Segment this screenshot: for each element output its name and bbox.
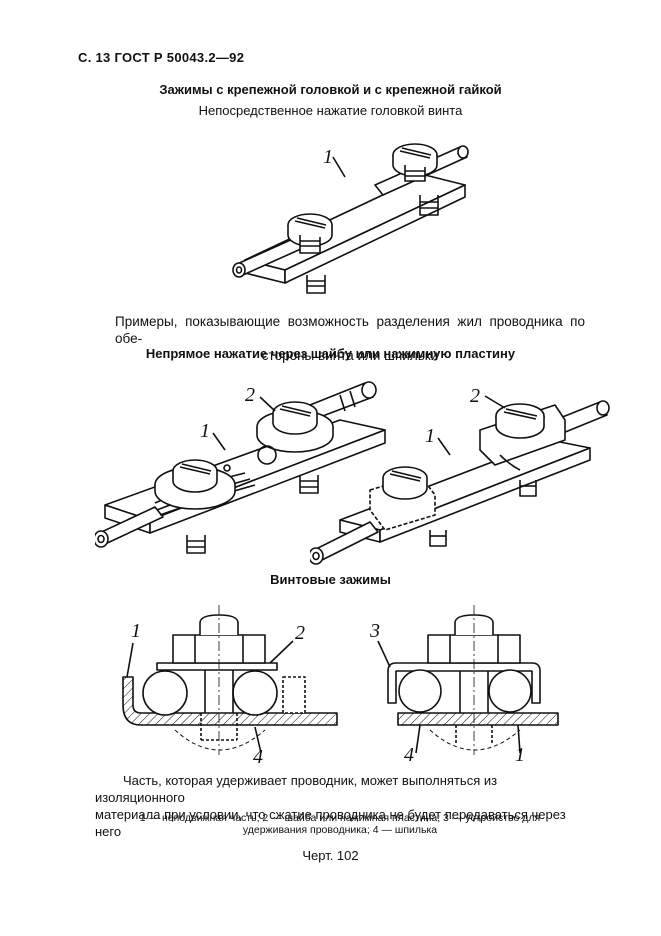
subtitle-indirect-pressure: Непрямое нажатие через шайбу или нажимну… — [145, 346, 516, 361]
fig5-label-3: 3 — [369, 620, 380, 642]
figure-screw-terminal-left: 1 2 4 — [122, 605, 338, 765]
section-title-main: Зажимы с крепежной головкой и с крепежно… — [159, 82, 502, 97]
fig3-label-2: 2 — [470, 385, 480, 407]
examples-line1: Примеры, показывающие возможность раздел… — [115, 314, 585, 346]
note-paragraph: Часть, которая удерживает проводник, мож… — [95, 772, 575, 840]
legend: 1 — неподвижная часть; 2 — шайба или наж… — [100, 812, 580, 836]
fig3-label-1: 1 — [425, 425, 435, 447]
fig2-label-1: 1 — [200, 420, 210, 442]
note-line2: материала при условии, что сжатие провод… — [95, 807, 566, 839]
legend-line2: удерживания проводника; 4 — шпилька — [242, 824, 438, 836]
subtitle-direct-pressure: Непосредственное нажатие головкой винта — [198, 103, 463, 118]
fig4-label-2: 2 — [295, 622, 305, 644]
subtitle-screw-terminals: Винтовые зажимы — [270, 572, 391, 587]
fig4-label-4: 4 — [253, 746, 263, 765]
fig1-label-1: 1 — [323, 146, 333, 168]
figure-plate-pressure: 1 2 — [310, 385, 610, 565]
figure-direct-pressure: 1 — [232, 143, 469, 294]
note-line1: Часть, которая удерживает проводник, мож… — [95, 773, 498, 805]
legend-line1: 1 — неподвижная часть; 2 — шайба или наж… — [139, 812, 541, 824]
fig5-label-4: 4 — [404, 744, 414, 765]
examples-line2: стороны винта или шпильки — [261, 348, 439, 363]
fig5-label-1: 1 — [515, 744, 525, 765]
figure-screw-terminal-right: 3 4 1 — [369, 605, 559, 765]
figure-caption: Черт. 102 — [302, 848, 359, 863]
examples-paragraph: Примеры, показывающие возможность раздел… — [115, 313, 585, 364]
page-header: С. 13 ГОСТ Р 50043.2—92 — [78, 50, 245, 65]
fig2-label-2: 2 — [245, 384, 255, 406]
fig4-label-1: 1 — [131, 620, 141, 642]
figure-washer-pressure: 1 2 — [95, 381, 386, 554]
